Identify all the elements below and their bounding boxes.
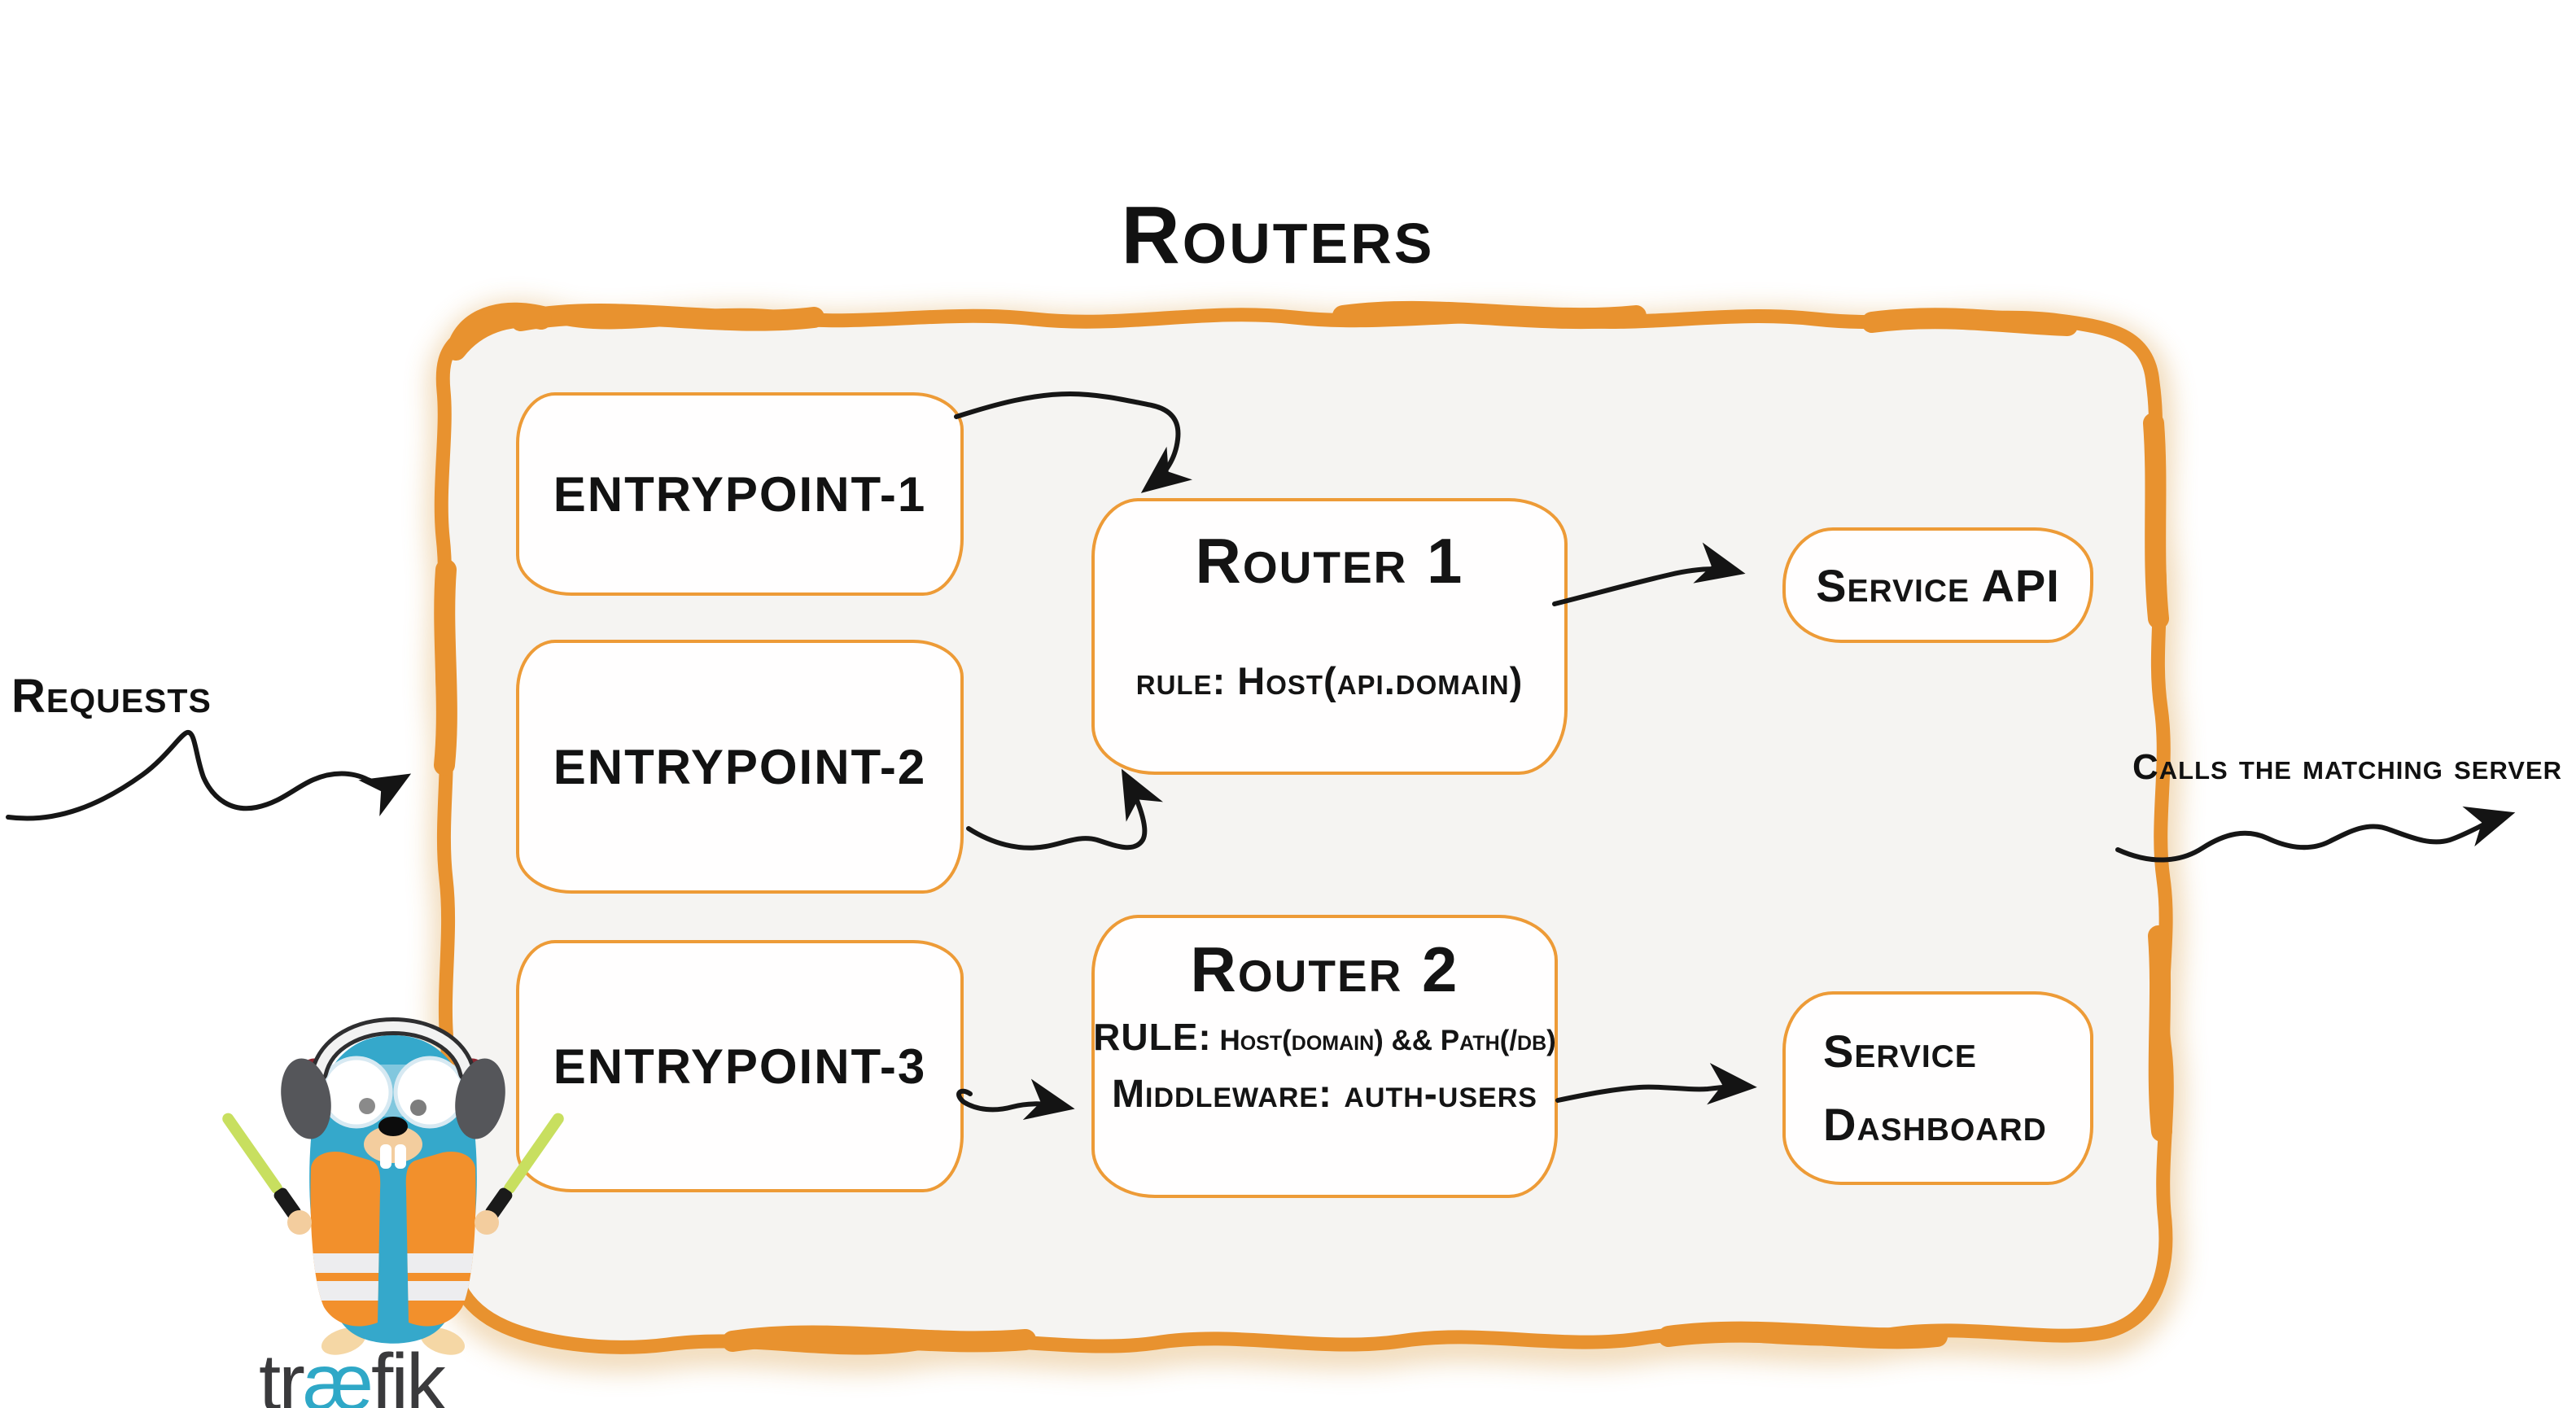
router-2-middleware: Middleware: auth-users [1112, 1073, 1537, 1116]
marshalling-wand-right [485, 1113, 564, 1219]
headphone-band [314, 1021, 472, 1078]
gopher-tooth-left [380, 1144, 391, 1169]
wordmark-post: fik [371, 1337, 446, 1408]
safety-vest [310, 1151, 476, 1327]
router-2-rule-value: Host(domain) && Path(/db) [1219, 1025, 1556, 1056]
entrypoint-1-label: entrypoint-1 [553, 466, 927, 522]
entrypoint-1-box: entrypoint-1 [516, 392, 964, 596]
router-2-title: Router 2 [1190, 934, 1459, 1005]
gopher-foot-right [420, 1327, 466, 1355]
goggle-lens-right [393, 1056, 466, 1129]
gopher-hand-right [475, 1210, 499, 1235]
goggle-lens-left [320, 1056, 393, 1129]
router-1-title: Router 1 [1195, 525, 1464, 597]
gopher-eye-left [359, 1098, 375, 1114]
traefik-wordmark: træfik [259, 1336, 446, 1408]
service-dashboard-label: Service Dashboard [1823, 1025, 2047, 1150]
wordmark-ae: æ [302, 1337, 374, 1408]
router-1-box: Router 1 rule: Host(api.domain) [1091, 498, 1568, 775]
traefik-gopher-logo [222, 1017, 564, 1355]
entrypoint-2-box: entrypoint-2 [516, 640, 964, 894]
router-1-rule: rule: Host(api.domain) [1135, 659, 1524, 702]
router-2-rule: RULE: Host(domain) && Path(/db) [1093, 1015, 1556, 1059]
headphone-cup-right [455, 1058, 505, 1139]
marshalling-wand-left [222, 1113, 301, 1219]
router-2-box: Router 2 RULE: Host(domain) && Path(/db)… [1091, 915, 1558, 1198]
entrypoint-3-box: entrypoint-3 [516, 940, 964, 1192]
headphone-cup-left [281, 1058, 331, 1139]
page-title: Routers [1121, 190, 1435, 281]
router-2-rule-prefix: RULE: [1093, 1016, 1212, 1058]
gopher-nose [378, 1117, 408, 1136]
calls-annotation: Calls the matching server [2132, 747, 2563, 787]
gopher-eye-right [410, 1100, 426, 1116]
brush-texture-strokes [434, 300, 2172, 1353]
entrypoint-3-label: entrypoint-3 [553, 1039, 927, 1094]
service-api-label: Service API [1816, 559, 2060, 611]
service-dashboard-box: Service Dashboard [1782, 991, 2093, 1185]
gopher-foot-left [321, 1327, 366, 1355]
service-api-box: Service API [1782, 527, 2093, 643]
gopher-muzzle [364, 1126, 422, 1163]
requests-annotation: Requests [11, 670, 212, 723]
gopher-tooth-right [395, 1144, 406, 1169]
entrypoint-2-label: entrypoint-2 [553, 739, 927, 794]
gopher-hand-left [287, 1210, 312, 1235]
wordmark-pre: tr [259, 1337, 305, 1408]
